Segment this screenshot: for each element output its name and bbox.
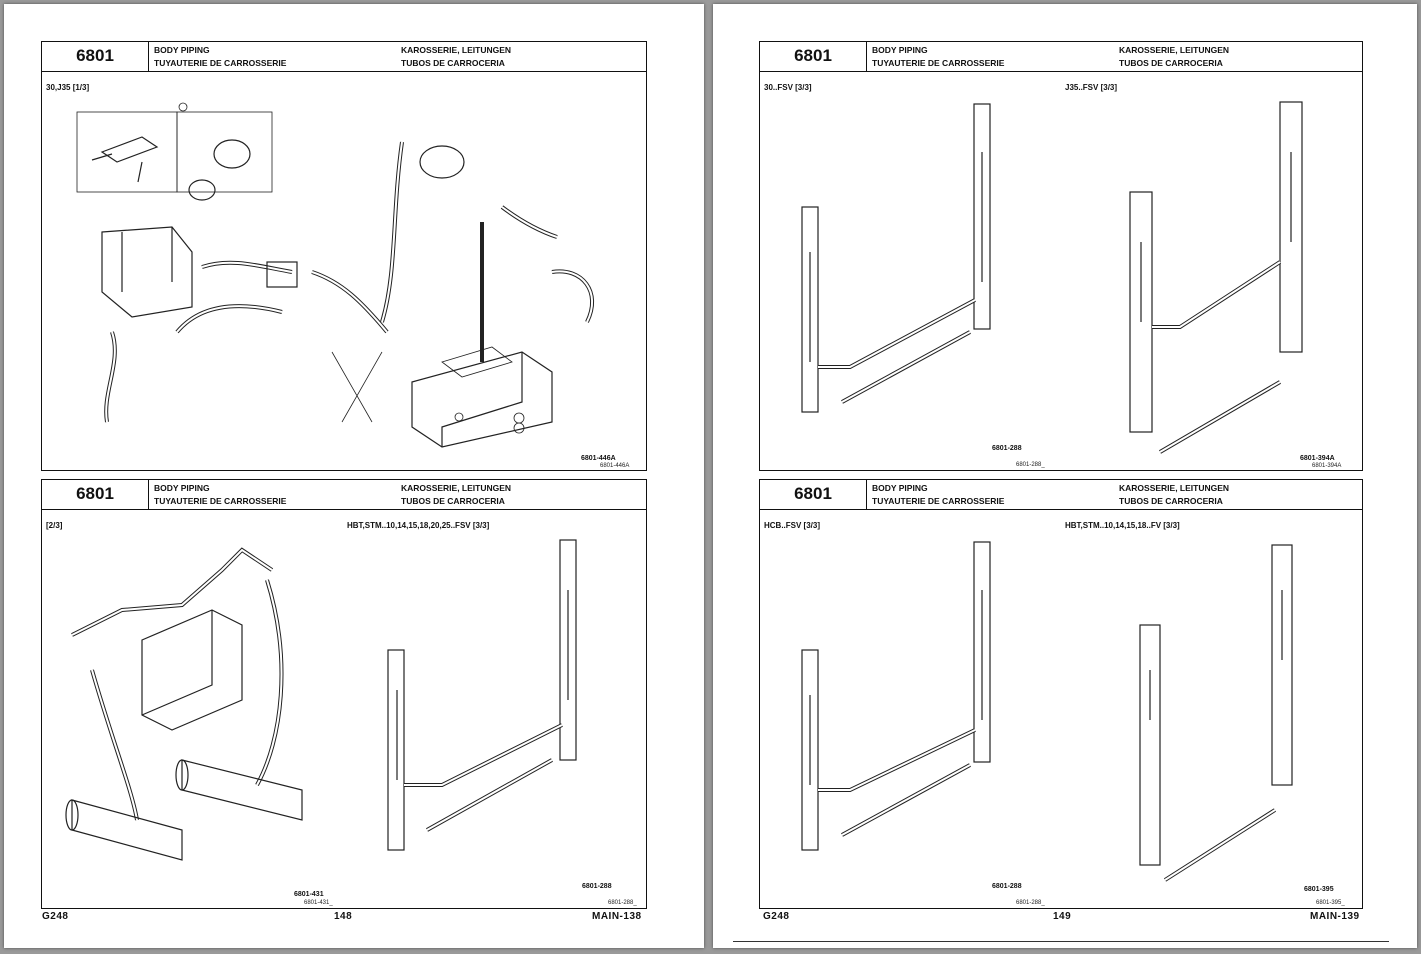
applicability-label-right: HBT,STM..10,14,15,18..FV [3/3] <box>1065 521 1180 530</box>
footer-model: G248 <box>763 911 790 922</box>
parts-diagram <box>801 541 1293 882</box>
footer-page-number: 148 <box>334 911 353 922</box>
section-code: 6801 <box>760 42 867 71</box>
footer-page-number: 149 <box>1053 911 1072 922</box>
figure-ref-left: 6801-431_ <box>304 900 333 906</box>
diagram-panel-top-left: 6801 BODY PIPING TUYAUTERIE DE CARROSSER… <box>41 41 647 471</box>
figure-number-right: 6801-288 <box>582 883 612 890</box>
figure-number-left: 6801-431 <box>294 891 324 898</box>
panel-header: 6801 BODY PIPING TUYAUTERIE DE CARROSSER… <box>42 42 646 72</box>
figure-ref-right: 6801-288_ <box>608 900 637 906</box>
figure-ref-right: 6801-395_ <box>1316 900 1345 906</box>
applicability-label: 30,J35 [1/3] <box>46 83 90 92</box>
applicability-label: [2/3] <box>46 521 63 530</box>
parts-diagram <box>76 102 594 448</box>
title-de: KAROSSERIE, LEITUNGEN <box>401 483 512 493</box>
page-bottom-rule <box>733 941 1389 942</box>
title-en: BODY PIPING <box>872 45 928 55</box>
right-page: 6801 BODY PIPING TUYAUTERIE DE CARROSSER… <box>713 4 1417 948</box>
parts-diagram <box>801 101 1303 454</box>
title-es: TUBOS DE CARROCERIA <box>401 496 505 506</box>
title-es: TUBOS DE CARROCERIA <box>1119 496 1223 506</box>
section-code: 6801 <box>42 42 149 71</box>
applicability-label: HCB..FSV [3/3] <box>764 521 821 530</box>
section-code: 6801 <box>42 480 149 509</box>
title-de: KAROSSERIE, LEITUNGEN <box>1119 45 1230 55</box>
title-es: TUBOS DE CARROCERIA <box>1119 58 1223 68</box>
figure-number-right: 6801-394A <box>1300 455 1335 462</box>
applicability-label-right: J35..FSV [3/3] <box>1065 83 1118 92</box>
diagram-panel-top-right: 6801 BODY PIPING TUYAUTERIE DE CARROSSER… <box>759 41 1363 471</box>
applicability-label: 30..FSV [3/3] <box>764 83 812 92</box>
panel-header: 6801 BODY PIPING TUYAUTERIE DE CARROSSER… <box>42 480 646 510</box>
figure-ref-left: 6801-288_ <box>1016 462 1045 468</box>
diagram-panel-bottom-left: 6801 BODY PIPING TUYAUTERIE DE CARROSSER… <box>41 479 647 909</box>
title-es: TUBOS DE CARROCERIA <box>401 58 505 68</box>
figure-number-left: 6801-288 <box>992 883 1022 890</box>
figure-number-left: 6801-288 <box>992 445 1022 452</box>
title-de: KAROSSERIE, LEITUNGEN <box>401 45 512 55</box>
figure-ref: 6801-446A <box>600 463 630 469</box>
panel-header: 6801 BODY PIPING TUYAUTERIE DE CARROSSER… <box>760 480 1362 510</box>
title-fr: TUYAUTERIE DE CARROSSERIE <box>872 496 1005 506</box>
section-code: 6801 <box>760 480 867 509</box>
title-en: BODY PIPING <box>154 45 210 55</box>
figure-ref-left: 6801-288_ <box>1016 900 1045 906</box>
footer-ref: MAIN-139 <box>1310 911 1360 922</box>
title-en: BODY PIPING <box>872 483 928 493</box>
diagram-panel-bottom-right: 6801 BODY PIPING TUYAUTERIE DE CARROSSER… <box>759 479 1363 909</box>
title-en: BODY PIPING <box>154 483 210 493</box>
figure-number-right: 6801-395 <box>1304 886 1334 893</box>
title-fr: TUYAUTERIE DE CARROSSERIE <box>872 58 1005 68</box>
applicability-label-right: HBT,STM..10,14,15,18,20,25..FSV [3/3] <box>347 521 490 530</box>
parts-diagram <box>65 539 577 861</box>
title-fr: TUYAUTERIE DE CARROSSERIE <box>154 496 287 506</box>
title-fr: TUYAUTERIE DE CARROSSERIE <box>154 58 287 68</box>
panel-header: 6801 BODY PIPING TUYAUTERIE DE CARROSSER… <box>760 42 1362 72</box>
left-page: 6801 BODY PIPING TUYAUTERIE DE CARROSSER… <box>4 4 704 948</box>
figure-ref-right: 6801-394A <box>1312 463 1342 469</box>
footer-ref: MAIN-138 <box>592 911 642 922</box>
footer-model: G248 <box>42 911 69 922</box>
title-de: KAROSSERIE, LEITUNGEN <box>1119 483 1230 493</box>
figure-number: 6801-446A <box>581 455 616 462</box>
